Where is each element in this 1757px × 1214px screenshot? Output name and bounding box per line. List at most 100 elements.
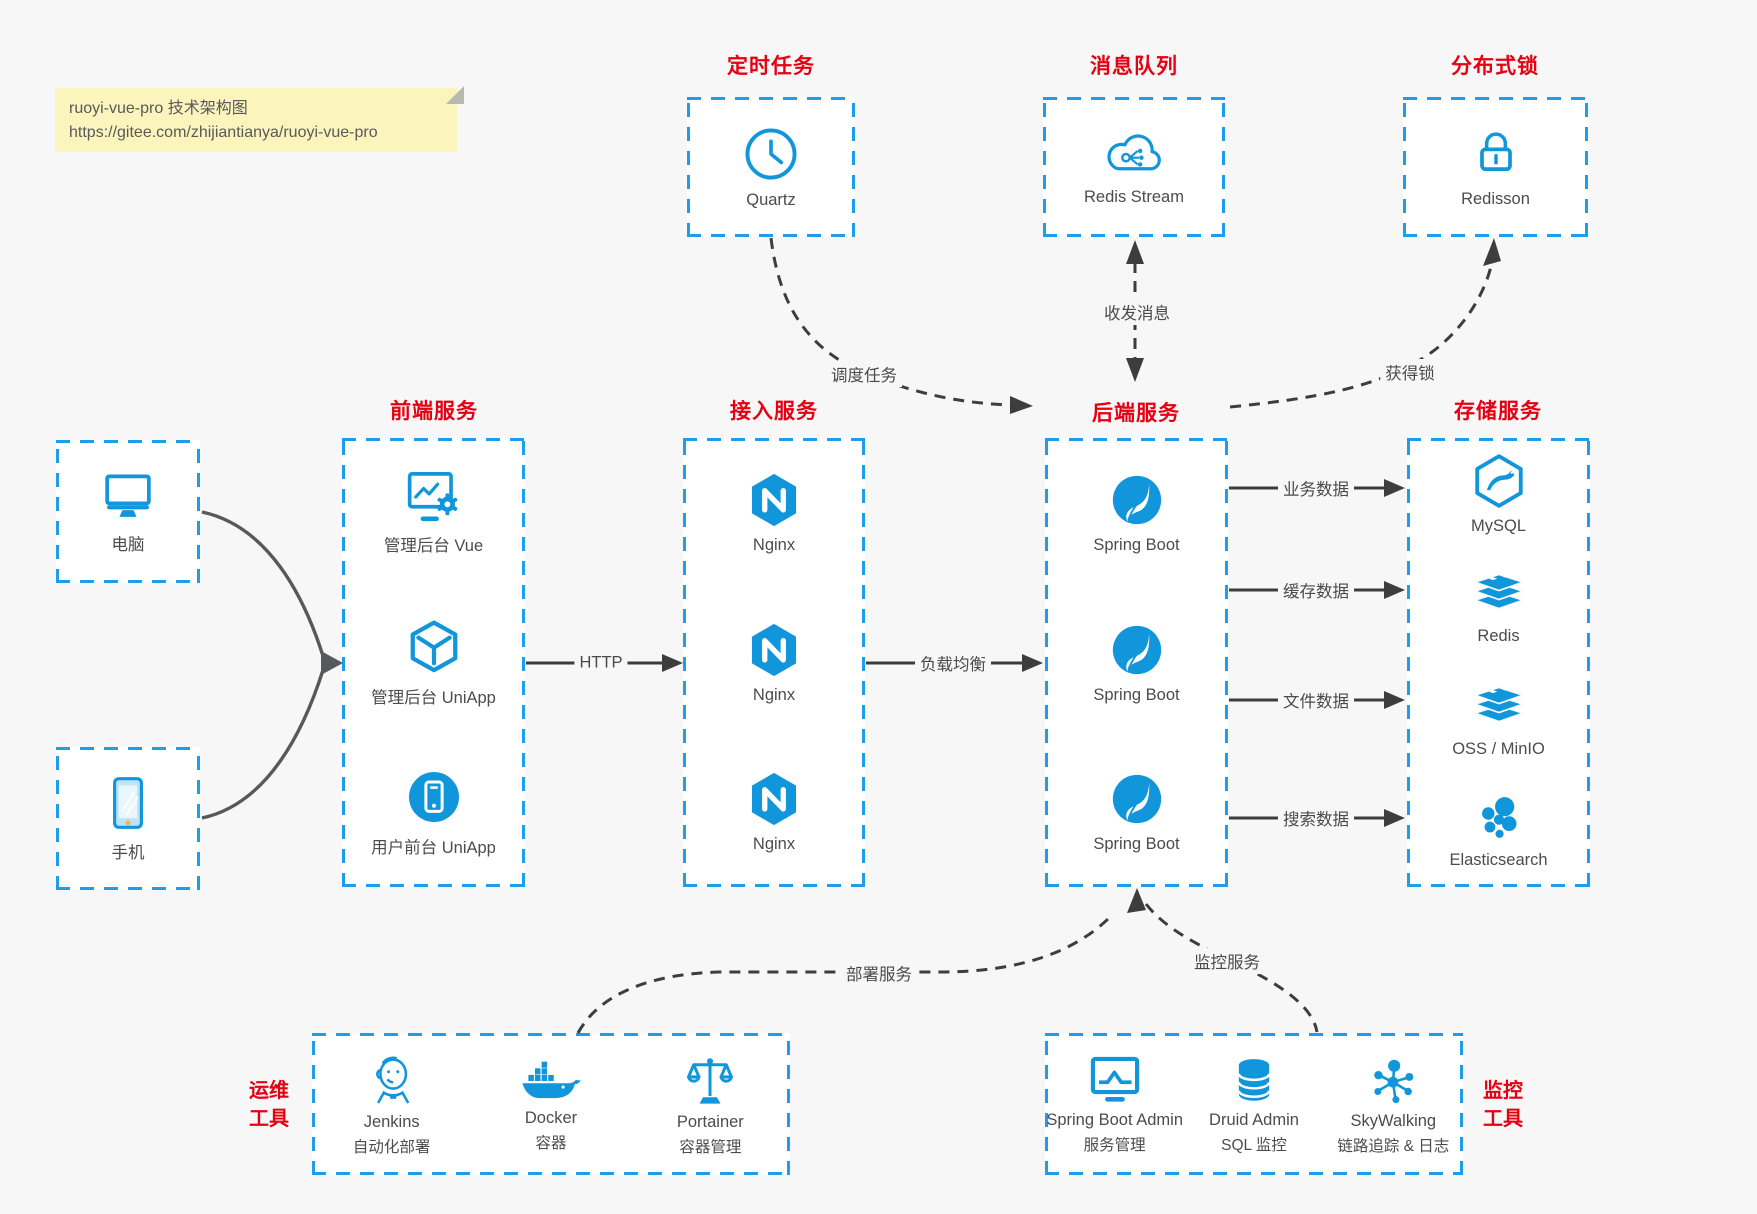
edge-label-business-data: 业务数据	[1278, 475, 1354, 501]
group-title-ops-tools: 运维 工具	[249, 1080, 289, 1130]
node-springboot-3: Spring Boot	[1045, 737, 1228, 887]
node-label: 管理后台 UniApp	[371, 689, 496, 707]
node-redis: Redis	[1407, 550, 1590, 662]
node-mobile-client: 手机	[56, 747, 200, 890]
tool-desc: 自动化部署	[352, 1138, 431, 1156]
tool-desc: 服务管理	[1083, 1136, 1146, 1154]
node-druid-admin: Druid Admin SQL 监控	[1184, 1054, 1323, 1155]
node-label: Spring Boot	[1093, 535, 1180, 554]
node-springboot-admin: Spring Boot Admin 服务管理	[1045, 1054, 1184, 1155]
edge-label-message: 收发消息	[1099, 299, 1175, 325]
user-app-icon	[408, 771, 459, 822]
group-monitor-tools: Spring Boot Admin 服务管理 Druid Admin SQL 监…	[1045, 1033, 1463, 1175]
group-title-scheduled-tasks: 定时任务	[727, 55, 815, 78]
docker-whale-icon	[522, 1061, 581, 1098]
node-portainer: Portainer 容器管理	[631, 1052, 790, 1157]
column-title-access: 接入服务	[730, 400, 818, 423]
column-title-frontend: 前端服务	[390, 400, 478, 423]
edge-label-cache-data: 缓存数据	[1278, 577, 1354, 603]
elasticsearch-icon	[1481, 796, 1517, 838]
node-nginx-3: Nginx	[683, 737, 865, 887]
arrowhead-to-frontend	[321, 651, 343, 675]
client-connector-lines	[201, 510, 325, 820]
note-title: ruoyi-vue-pro 技术架构图	[69, 100, 248, 117]
node-label: Redis Stream	[1084, 187, 1184, 206]
spring-boot-icon	[1112, 625, 1161, 674]
edge-label-http: HTTP	[574, 652, 628, 674]
edge-label-schedule: 调度任务	[826, 361, 902, 387]
note-fold-corner	[446, 86, 464, 104]
group-title-message-queue: 消息队列	[1090, 55, 1178, 78]
node-redis-stream: Redis Stream	[1043, 97, 1225, 237]
node-docker: Docker 容器	[471, 1056, 630, 1153]
node-elasticsearch: Elasticsearch	[1407, 775, 1590, 887]
monitor-chart-icon	[1090, 1056, 1139, 1102]
node-admin-vue: 管理后台 Vue	[342, 438, 525, 588]
node-label: OSS / MinIO	[1452, 739, 1545, 758]
node-label: Quartz	[746, 190, 796, 209]
tool-desc: 链路追踪 & 日志	[1337, 1137, 1450, 1155]
edge-label-load-balance: 负载均衡	[915, 650, 991, 676]
group-title-distributed-lock: 分布式锁	[1451, 55, 1539, 78]
node-label: Nginx	[752, 535, 796, 554]
tool-name: Spring Boot Admin	[1046, 1110, 1183, 1129]
tool-name: SkyWalking	[1350, 1111, 1437, 1130]
desktop-icon	[105, 474, 151, 517]
edge-label-deploy: 部署服务	[841, 960, 917, 986]
tool-name: Docker	[524, 1108, 578, 1127]
node-quartz: Quartz	[687, 97, 855, 237]
node-label: Nginx	[752, 685, 796, 704]
database-icon	[1237, 1058, 1271, 1101]
column-access-services: Nginx Nginx Nginx	[683, 438, 865, 887]
nginx-icon	[751, 473, 797, 526]
column-backend-services: Spring Boot Spring Boot Spring Boot	[1045, 438, 1228, 887]
node-skywalking: SkyWalking 链路追踪 & 日志	[1324, 1053, 1463, 1156]
spring-boot-icon	[1112, 775, 1161, 824]
topology-icon	[1374, 1059, 1414, 1103]
node-admin-uniapp: 管理后台 UniApp	[342, 588, 525, 738]
edge-get-lock	[1229, 261, 1494, 409]
node-nginx-1: Nginx	[683, 438, 865, 588]
node-oss-minio: OSS / MinIO	[1407, 663, 1590, 775]
node-redisson: Redisson	[1403, 97, 1588, 237]
group-ops-tools: Jenkins 自动化部署 Docker 容器	[312, 1033, 790, 1175]
node-label: Elasticsearch	[1449, 850, 1548, 869]
edge-label-monitor: 监控服务	[1189, 948, 1265, 974]
redis-icon	[1473, 573, 1524, 610]
jenkins-icon	[375, 1056, 410, 1104]
tool-name: Druid Admin	[1209, 1110, 1299, 1129]
mysql-icon	[1474, 454, 1523, 508]
edge-label-search-data: 搜索数据	[1278, 805, 1354, 831]
spring-boot-icon	[1112, 475, 1161, 524]
note-url: https://gitee.com/zhijiantianya/ruoyi-vu…	[69, 124, 378, 141]
node-label: Redis	[1477, 627, 1520, 646]
lock-icon	[1479, 131, 1512, 171]
node-label: 电脑	[111, 535, 145, 554]
node-label: 手机	[111, 843, 145, 862]
nginx-icon	[751, 773, 797, 826]
node-springboot-1: Spring Boot	[1045, 438, 1228, 588]
uniapp-cube-icon	[410, 620, 457, 673]
smartphone-icon	[113, 776, 143, 829]
node-label: Spring Boot	[1093, 835, 1180, 854]
cloud-stream-icon	[1107, 133, 1161, 170]
node-label: 用户前台 UniApp	[371, 838, 496, 857]
oss-minio-icon	[1473, 686, 1524, 723]
tool-name: Jenkins	[363, 1112, 420, 1131]
sticky-note: ruoyi-vue-pro 技术架构图 https://gitee.com/zh…	[55, 86, 464, 152]
admin-vue-icon	[407, 472, 457, 522]
tool-desc: 容器	[535, 1134, 567, 1152]
node-springboot-2: Spring Boot	[1045, 588, 1228, 738]
edge-label-lock: 获得锁	[1380, 359, 1440, 385]
nginx-icon	[751, 623, 797, 676]
scales-icon	[687, 1057, 734, 1104]
column-storage-services: MySQL Redis	[1407, 438, 1590, 887]
tool-name: Portainer	[676, 1112, 744, 1131]
group-title-monitor-tools: 监控 工具	[1483, 1080, 1523, 1130]
node-mysql: MySQL	[1407, 438, 1590, 550]
column-title-backend: 后端服务	[1092, 402, 1180, 425]
column-title-storage: 存储服务	[1454, 400, 1542, 423]
node-pc-client: 电脑	[56, 440, 200, 583]
column-frontend-services: 管理后台 Vue 管理后台 UniApp 用户前台 UniApp	[342, 438, 525, 887]
